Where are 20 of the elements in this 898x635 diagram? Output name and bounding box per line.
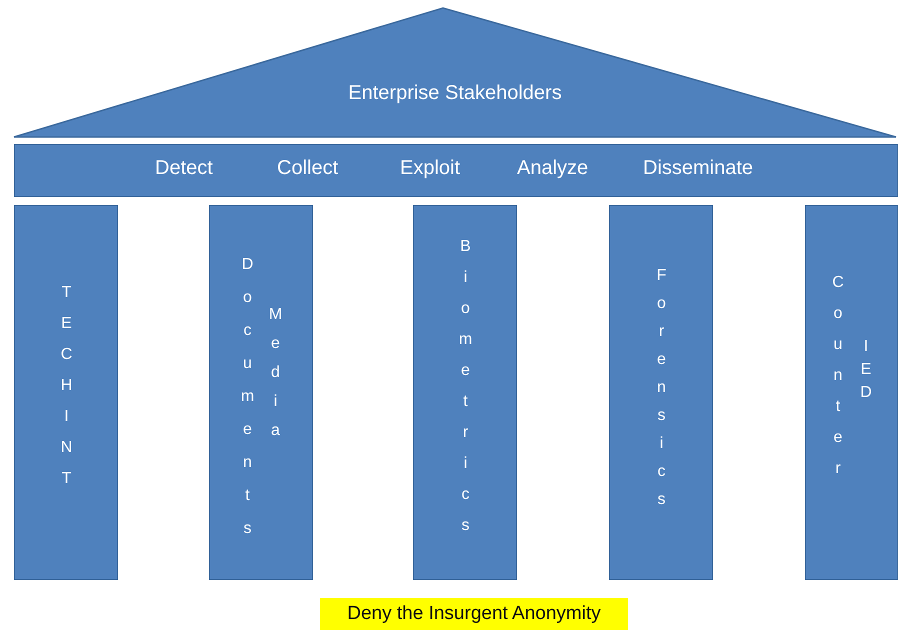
process-step-label: Exploit — [400, 157, 460, 180]
pillar-label: Biometrics — [456, 238, 474, 548]
pillar — [14, 205, 118, 580]
pillar — [805, 205, 898, 580]
banner-label: Deny the Insurgent Anonymity — [320, 598, 628, 630]
pillar-label: Counter — [828, 274, 846, 491]
pillar — [413, 205, 517, 580]
pillar — [609, 205, 713, 580]
process-step-label: Detect — [155, 157, 213, 180]
roof-label: Enterprise Stakeholders — [348, 82, 562, 105]
pillar-label: Forensics — [652, 266, 670, 518]
pillar-label: Media — [266, 306, 284, 451]
pillar-label: Documents — [238, 256, 256, 553]
process-step-label: Collect — [277, 157, 338, 180]
pillar-label: IED — [856, 338, 874, 407]
beam-bar — [14, 144, 898, 197]
process-step-label: Analyze — [517, 157, 588, 180]
process-step-label: Disseminate — [643, 157, 754, 180]
pillar — [209, 205, 313, 580]
pillar-label: TECHINT — [57, 284, 75, 501]
